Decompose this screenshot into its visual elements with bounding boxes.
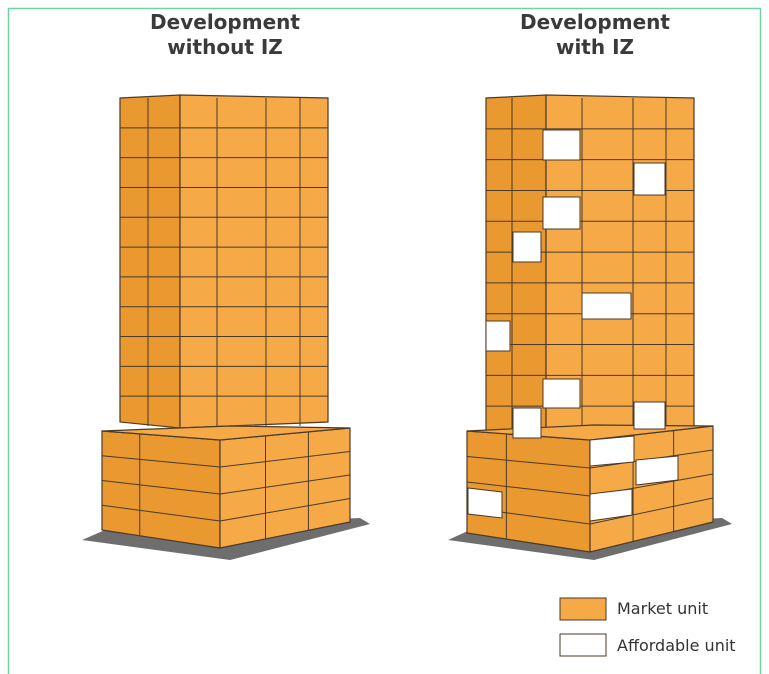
affordable-units — [467, 129, 679, 522]
frame-border — [7, 7, 762, 674]
affordable-unit — [542, 196, 581, 230]
affordable-unit — [467, 487, 503, 519]
grid-line — [219, 451, 351, 468]
affordable-unit — [485, 320, 511, 352]
grid-line — [466, 481, 591, 497]
affordable-unit — [589, 435, 635, 467]
tower-side — [485, 94, 547, 441]
legend-affordable-label: Affordable unit — [617, 636, 736, 655]
affordable-unit — [512, 407, 542, 439]
legend-market-label: Market unit — [617, 599, 709, 618]
affordable-unit — [542, 129, 581, 161]
tower-front — [179, 94, 329, 429]
affordable-unit — [589, 488, 633, 522]
affordable-unit — [635, 455, 679, 486]
grid-line — [101, 480, 221, 495]
legend-market-swatch — [559, 597, 607, 621]
grid-line — [589, 497, 714, 525]
grid-line — [466, 456, 591, 469]
building-with-iz — [448, 94, 732, 560]
grid-line — [219, 498, 351, 522]
grid-line — [101, 504, 221, 522]
tower-grid — [120, 98, 328, 426]
affordable-unit — [512, 231, 542, 263]
title-with-iz: Development with IZ — [520, 10, 670, 59]
grid-line — [219, 474, 351, 495]
legend-affordable-swatch — [559, 633, 607, 657]
building-without-iz — [82, 94, 370, 560]
tower-side — [119, 94, 181, 429]
affordable-unit — [581, 292, 632, 320]
title-without-iz: Development without IZ — [150, 10, 300, 59]
affordable-unit — [633, 162, 666, 196]
affordable-unit — [633, 401, 666, 430]
podium-top — [101, 425, 351, 441]
podium-grid — [101, 431, 351, 539]
affordable-unit — [542, 378, 581, 409]
grid-line — [101, 455, 221, 468]
podium-side — [101, 430, 221, 549]
